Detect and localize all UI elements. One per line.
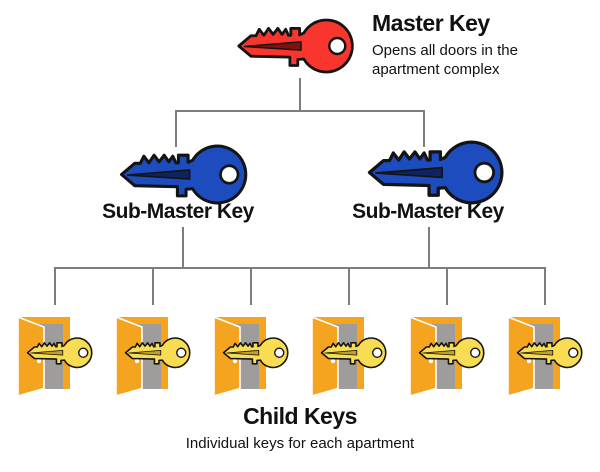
connector-drop-3 <box>250 267 252 305</box>
sub-master-key-left-label: Sub-Master Key <box>102 200 254 223</box>
connector-subright-stem <box>428 227 430 269</box>
connector-subleft-stem <box>182 227 184 269</box>
child-key-item-6 <box>507 315 584 397</box>
door-key-icon <box>311 316 387 397</box>
door-key-icon <box>507 316 583 397</box>
child-keys-title: Child Keys <box>243 403 357 429</box>
child-key-item-2 <box>115 315 192 397</box>
door-key-icon <box>115 316 191 397</box>
sub-master-key-right-icon <box>367 140 504 205</box>
connector-drop-1 <box>54 267 56 305</box>
connector-drop-6 <box>544 267 546 305</box>
door-key-icon <box>213 316 289 397</box>
connector-drop-4 <box>348 267 350 305</box>
sub-master-key-left-icon <box>119 144 248 205</box>
child-key-item-5 <box>409 315 486 397</box>
master-key-description: Opens all doors in the apartment complex <box>372 42 518 78</box>
master-key-title: Master Key <box>372 10 490 36</box>
sub-master-key-right-label: Sub-Master Key <box>352 200 504 223</box>
child-key-item-3 <box>213 315 290 397</box>
connector-bottom-horizontal <box>54 267 546 269</box>
connector-branch-left <box>175 110 177 147</box>
connector-master-stem <box>299 78 301 112</box>
connector-top-horizontal <box>175 110 425 112</box>
door-key-icon <box>409 316 485 397</box>
connector-branch-right <box>423 110 425 147</box>
connector-drop-2 <box>152 267 154 305</box>
master-key-icon <box>237 18 354 74</box>
child-key-item-1 <box>17 315 94 397</box>
connector-drop-5 <box>446 267 448 305</box>
door-key-icon <box>17 316 93 397</box>
child-key-item-4 <box>311 315 388 397</box>
child-keys-subtitle: Individual keys for each apartment <box>185 435 415 452</box>
